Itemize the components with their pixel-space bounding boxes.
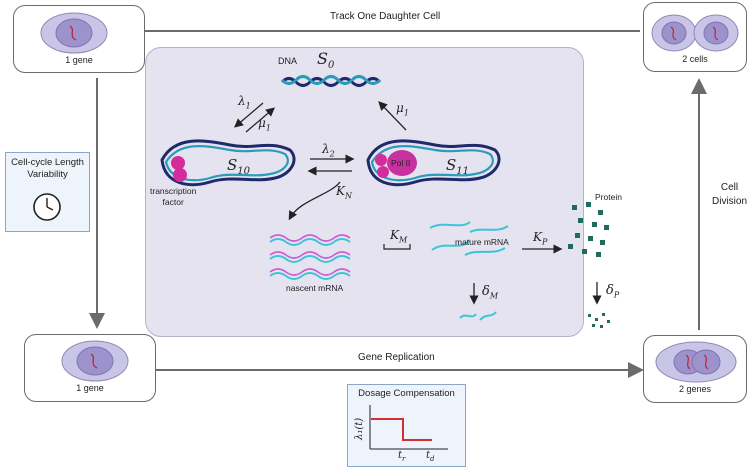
tf-label: transcription factor <box>150 186 197 207</box>
protein-cluster <box>568 202 609 257</box>
mature-label: mature mRNA <box>455 237 509 247</box>
nascent-mrna-strands-cyan <box>269 238 351 280</box>
tf-circle <box>171 156 185 170</box>
kn-arrow <box>288 181 341 221</box>
dna-s0-helix <box>280 75 382 87</box>
variability-title: Cell-cycle Length Variability <box>11 157 84 180</box>
cell-label: 2 genes <box>678 384 712 394</box>
track-label: Track One Daughter Cell <box>330 11 441 22</box>
variability-box: Cell-cycle Length Variability <box>5 152 90 232</box>
cell-label: 1 gene <box>76 383 104 393</box>
mu1-right-arrow <box>378 101 407 131</box>
lambda1-arrow <box>234 102 264 128</box>
degraded-mrna <box>459 311 497 321</box>
rate-km: KM <box>390 228 408 245</box>
rate-kn: KN <box>336 184 352 201</box>
dosage-tick-tr: tr <box>398 450 406 463</box>
pol2-label: Pol II <box>391 158 411 168</box>
cell-box-bottom-right: 2 genes <box>643 335 747 403</box>
rate-dm: δM <box>482 284 499 301</box>
cell-box-top-left: 1 gene <box>13 5 145 73</box>
mature-mrna <box>429 221 509 256</box>
dna-label: DNA <box>278 56 298 66</box>
pol2-blob <box>387 150 417 176</box>
dna-s11-helix <box>366 139 501 187</box>
cell-box-top-right: 2 cells <box>643 2 747 72</box>
rate-mu1-left: μ1 <box>258 116 271 133</box>
rate-mu1-right: μ1 <box>396 101 409 118</box>
two-cells-icon <box>651 14 739 52</box>
nascent-label: nascent mRNA <box>286 283 344 293</box>
dividing-cell-icon <box>655 341 737 383</box>
cell-label: 2 cells <box>682 54 708 64</box>
state-s10: S10 <box>227 156 251 177</box>
rate-lambda1: λ1 <box>238 94 251 111</box>
dna-s10-helix <box>160 139 296 187</box>
replication-label: Gene Replication <box>358 352 435 363</box>
single-cell-icon <box>40 12 108 54</box>
single-cell-icon <box>61 340 129 382</box>
state-s11: S11 <box>446 156 470 177</box>
protein-label: Protein <box>595 192 622 202</box>
mu1-left-arrow <box>245 107 275 133</box>
rate-dp: δP <box>606 283 620 300</box>
rate-kp: KP <box>533 230 548 247</box>
degraded-protein <box>588 313 610 328</box>
cell-label: 1 gene <box>65 55 93 65</box>
dosage-tick-td: td <box>426 450 435 463</box>
km-bracket <box>383 244 411 250</box>
dosage-plot <box>369 405 448 450</box>
division-label: Cell Division <box>712 182 748 207</box>
cell-box-bottom-left: 1 gene <box>24 334 156 402</box>
nascent-mrna-strands <box>269 234 351 276</box>
dosage-box: Dosage Compensation λ₁(t) tr td <box>347 384 466 467</box>
model-panel <box>145 47 584 337</box>
state-s0: S0 <box>317 49 335 72</box>
clock-icon <box>33 193 61 221</box>
rate-lambda2: λ2 <box>322 142 335 159</box>
dosage-title: Dosage Compensation <box>358 388 455 399</box>
